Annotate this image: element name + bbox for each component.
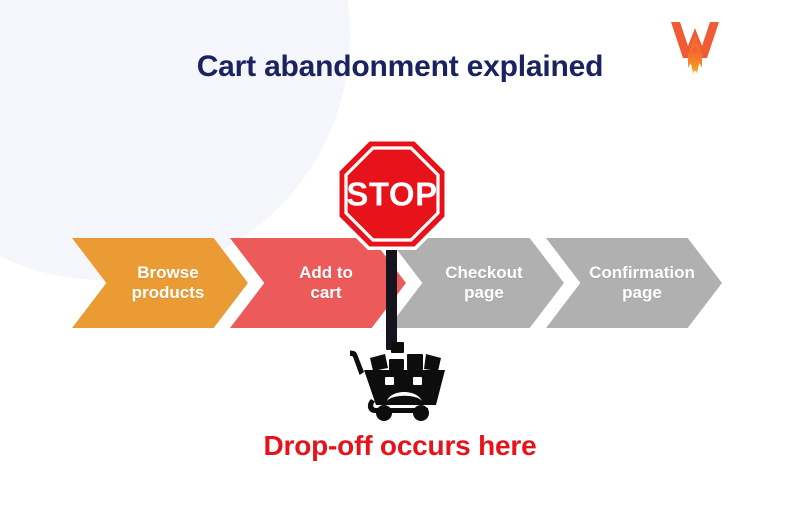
stop-sign-text: STOP (346, 176, 437, 213)
stop-sign-pole (386, 218, 397, 350)
cart-face-frown (387, 392, 422, 401)
stop-sign-icon: STOP (334, 136, 450, 252)
funnel-step-browse-products[interactable]: Browse products (72, 238, 248, 328)
funnel-step-label-line2: products (131, 283, 205, 302)
funnel-step-label: Checkout page (445, 263, 522, 303)
funnel-step-label: Browse products (132, 263, 205, 303)
funnel-step-label-line1: Checkout (445, 262, 523, 282)
funnel-step-label-line2: page (622, 283, 662, 302)
funnel-step-label-line1: Confirmation (589, 262, 695, 282)
funnel-step-confirmation-page[interactable]: Confirmation page (546, 238, 722, 328)
funnel-step-label-line1: Add to (299, 262, 353, 282)
funnel-step-label-line2: cart (310, 283, 342, 302)
funnel-step-label: Add to cart (299, 263, 353, 303)
funnel-steps: Browse products Add to cart Checkout pag… (72, 238, 732, 328)
cart-face-left-eye (385, 377, 394, 385)
drop-off-caption: Drop-off occurs here (263, 430, 537, 461)
w-flame-logo (664, 6, 726, 78)
funnel-step-label: Confirmation page (589, 263, 695, 303)
cart-face-right-eye (413, 377, 422, 385)
page-title: Cart abandonment explained (196, 50, 604, 83)
funnel-step-label-line2: page (464, 283, 504, 302)
funnel-step-label-line1: Browse (137, 262, 199, 282)
sad-shopping-cart-icon (344, 342, 456, 422)
